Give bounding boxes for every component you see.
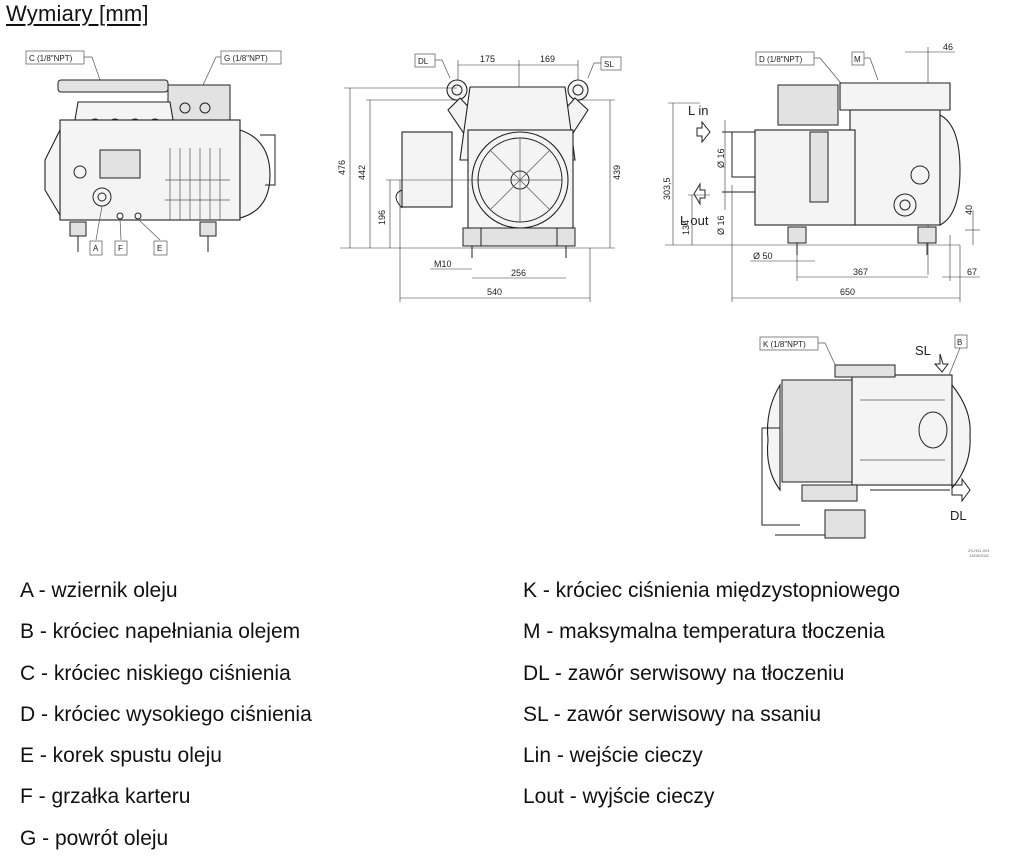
dim-650: 650 — [840, 287, 855, 297]
legend-item-c: C - króciec niskiego ciśnienia — [20, 661, 291, 685]
dim-46: 46 — [943, 42, 953, 52]
legend-item-lout: Lout - wyjście cieczy — [523, 785, 715, 809]
callout-c: C (1/8"NPT) — [29, 54, 73, 63]
legend-right: K - króciec ciśnienia międzystopniowego … — [523, 570, 900, 818]
legend-item-e: E - korek spustu oleju — [20, 744, 222, 768]
callout-a: A — [93, 244, 99, 253]
dim-476: 476 — [337, 160, 347, 175]
legend-item-a: A - wziernik oleju — [20, 579, 178, 602]
dim-442: 442 — [357, 165, 367, 180]
callout-dl: DL — [418, 57, 429, 66]
callout-m: M — [854, 55, 861, 64]
legend-item-g: G - powrót oleju — [20, 826, 169, 850]
dim-40: 40 — [964, 205, 974, 215]
rear-view-drawing: D (1/8"NPT) M 46 L in L out 303,5 134 Ø … — [662, 42, 980, 302]
callout-sl: SL — [604, 60, 614, 69]
dim-m10: M10 — [434, 259, 452, 269]
legend-item-k: K - króciec ciśnienia międzystopniowego — [523, 579, 901, 602]
flow-in-arrow-icon — [696, 120, 711, 144]
dim-196: 196 — [377, 210, 387, 225]
callout-g: G (1/8"NPT) — [224, 54, 268, 63]
side-view-drawing: DL SL 175 169 476 442 196 439 M10 256 54… — [337, 53, 622, 302]
drawing-ref-number: 2S-H41-001 — [968, 548, 990, 553]
legend-item-lin: Lin - wejście cieczy — [523, 744, 703, 768]
callout-box-c — [25, 50, 85, 65]
dim-540: 540 — [487, 287, 502, 297]
dim-dia-50: Ø 50 — [753, 251, 773, 261]
dim-367: 367 — [853, 267, 868, 277]
legend-item-f: F - grzałka karteru — [20, 785, 191, 809]
dim-303-5: 303,5 — [662, 177, 672, 200]
dim-169: 169 — [540, 54, 555, 64]
legend-item-sl: SL - zawór serwisowy na ssaniu — [523, 702, 821, 726]
dim-67: 67 — [967, 267, 977, 277]
section-title: Wymiary [mm] — [6, 1, 149, 26]
callout-k: K (1/8"NPT) — [763, 340, 806, 349]
dim-175: 175 — [480, 54, 495, 64]
dim-134: 134 — [681, 220, 691, 235]
legend-item-m: M - maksymalna temperatura tłoczenia — [523, 620, 885, 644]
dim-dia-16-in: Ø 16 — [716, 148, 726, 168]
callout-e: E — [157, 244, 162, 253]
callout-d: D (1/8"NPT) — [759, 55, 803, 64]
drawing-ref-date: 13/09/2021 — [969, 553, 990, 558]
label-l-in: L in — [688, 103, 708, 118]
dim-dia-16-out: Ø 16 — [716, 215, 726, 235]
legend-item-dl: DL - zawór serwisowy na tłoczeniu — [523, 661, 845, 685]
top-view-drawing: K (1/8"NPT) B SL DL 2S-H41-001 13/09/202… — [759, 334, 990, 558]
callout-box-g — [220, 50, 282, 65]
legend-item-d: D - króciec wysokiego ciśnienia — [20, 702, 312, 726]
discharge-arrow-icon — [951, 477, 971, 503]
legend-left: A - wziernik oleju B - króciec napełnian… — [20, 570, 312, 859]
callout-b: B — [957, 338, 962, 347]
label-l-out: L out — [680, 213, 709, 228]
label-dl: DL — [950, 508, 967, 523]
legend-item-b: B - króciec napełniania olejem — [20, 620, 301, 644]
front-view-drawing: C (1/8"NPT) G (1/8"NPT) A F E — [25, 50, 282, 256]
callout-f: F — [118, 244, 123, 253]
dim-256: 256 — [511, 268, 526, 278]
label-sl: SL — [915, 343, 931, 358]
suction-arrow-icon — [933, 353, 949, 373]
dim-439: 439 — [612, 165, 622, 180]
flow-out-arrow-icon — [693, 182, 706, 206]
